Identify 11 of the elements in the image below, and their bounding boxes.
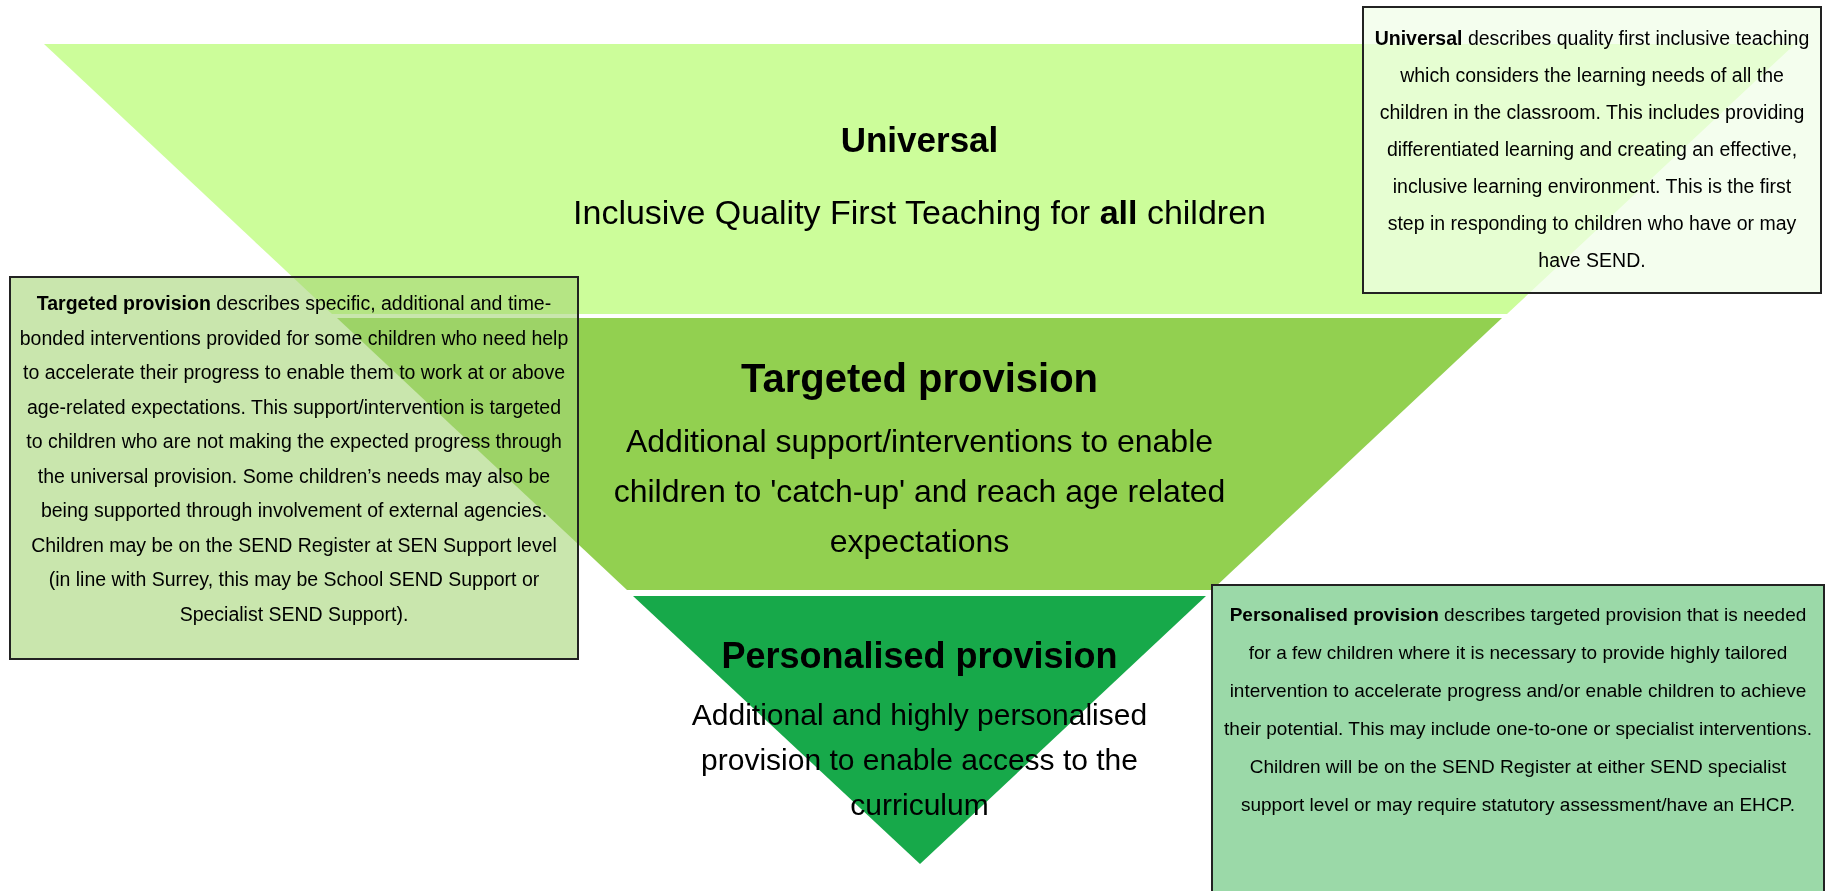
description-box [1362,6,1822,294]
description-text: Personalised provision describes targeted provision that is needed for a few children where it is necessary to provide highly tailored intervention to accelerate progress and/or enable children to achieve their potential. This may include one-to-one or specialist interventions. Children will be on the SEND Register at either SEND specialist support level or may require statutory assessment/have an EHCP. [1223,603,1813,817]
tier-title: Universal [840,119,999,161]
description-text: Universal describes quality first inclusive teaching which considers the learning needs of all the children in the classroom. This includes providing differentiated learning and creating an effective, inclusive learning environment. This is the first step in responding to children who have or may have SEND. [1373,26,1811,273]
tier-title: Personalised provision [721,634,1118,678]
tier-description: Additional support/interventions to enable children to 'catch-up' and reach age related expectations [612,422,1227,561]
tier-title: Targeted provision [740,355,1099,402]
description-box [9,276,579,660]
description-box [1211,584,1825,891]
description-text: Targeted provision describes specific, additional and time-bonded interventions provided for some children who need help to accelerate their progress to enable them to work at or above age-related expectations. This support/intervention is targeted to children who are not making the expected progress through the universal provision. Some children’s needs may also be being supported through involvement of external agencies. Children may be on the SEND Register at SEN Support level (in line with Surrey, this may be School SEND Support or Specialist SEND Support). [19,291,569,627]
tier-description: Inclusive Quality First Teaching for all children [573,192,1266,233]
